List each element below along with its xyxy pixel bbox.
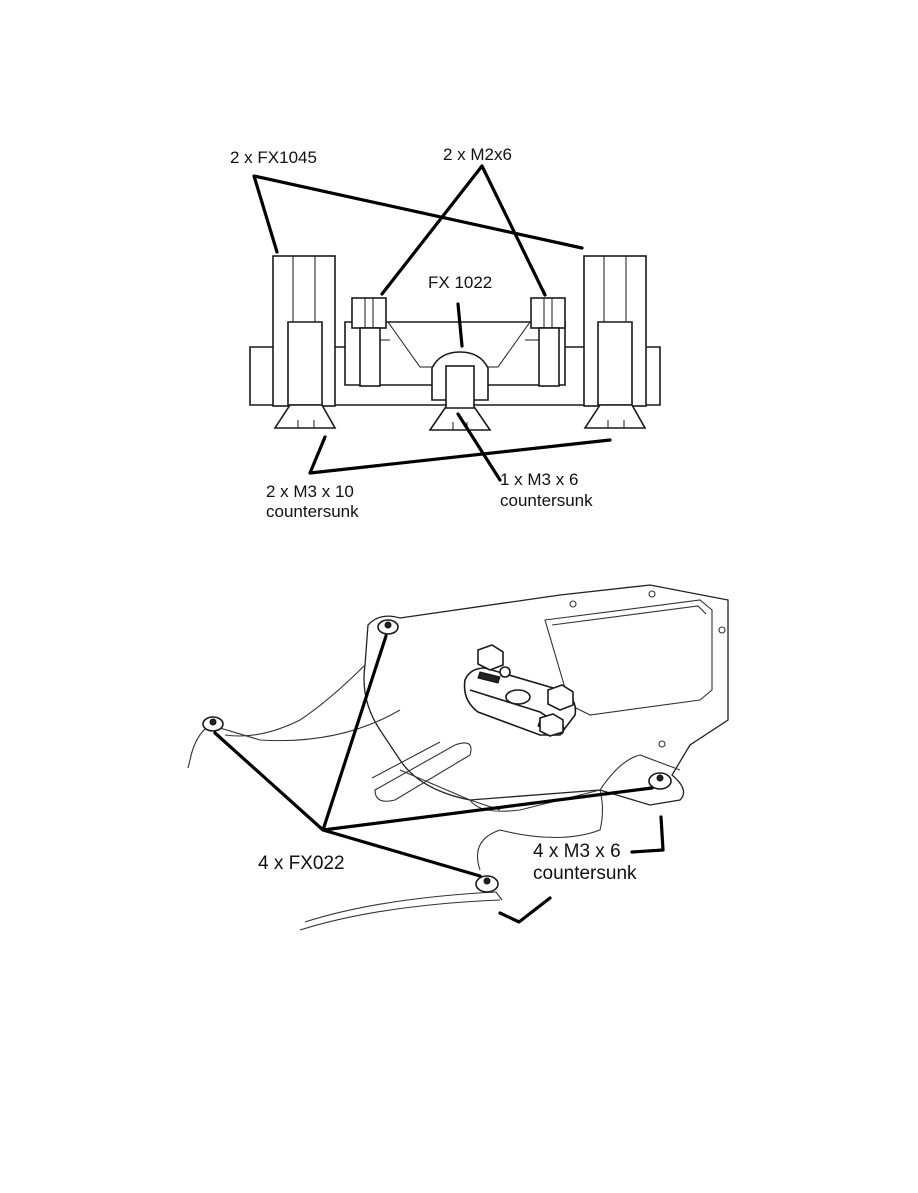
leader-m3x10 (308, 435, 612, 475)
label-m3x6-countersunk-line1: 4 x M3 x 6 (533, 841, 621, 862)
label-fx022: 4 x FX022 (258, 853, 345, 874)
leader-fx022 (213, 634, 654, 878)
lower-plate-edge (189, 709, 401, 761)
leader-fx1022 (456, 302, 464, 348)
leader-m3x6-center (456, 412, 502, 482)
side-view-diagram: 2 x FX1045 2 x M2x6 FX 1022 2 x M3 x 10 … (230, 145, 661, 521)
leader-fx1045 (252, 174, 584, 254)
fx022-spacer-1 (377, 619, 399, 635)
label-m3x10-line1: 2 x M3 x 10 (266, 482, 354, 501)
fx022-spacer-4 (648, 772, 672, 790)
label-fx1045: 2 x FX1045 (230, 148, 317, 167)
fx1045-standoff-right (583, 255, 647, 407)
m2x6-screw-right (530, 297, 566, 387)
plate-slot (374, 742, 472, 802)
isometric-view-diagram: 4 x FX022 4 x M3 x 6 countersunk (187, 584, 729, 931)
m2x6-screw-left (351, 297, 387, 387)
label-m3x6-line2: countersunk (500, 491, 593, 510)
leader-m3x6-countersunk (498, 815, 665, 924)
fx022-spacer-2 (202, 716, 224, 732)
label-m3x6-countersunk-line2: countersunk (533, 863, 637, 884)
center-screw-body (445, 365, 475, 411)
fx022-spacer-3 (475, 875, 499, 893)
m3x10-screw-left (273, 404, 337, 429)
label-m3x10-line2: countersunk (266, 502, 359, 521)
gimbal-mount (463, 644, 577, 737)
fx1045-standoff-left (272, 255, 336, 407)
m3x10-screw-right (583, 404, 647, 429)
label-fx1022: FX 1022 (428, 273, 492, 292)
leader-m2x6 (380, 164, 547, 297)
label-m2x6: 2 x M2x6 (443, 145, 512, 164)
label-m3x6-line1: 1 x M3 x 6 (500, 470, 578, 489)
base-plate (249, 346, 276, 406)
